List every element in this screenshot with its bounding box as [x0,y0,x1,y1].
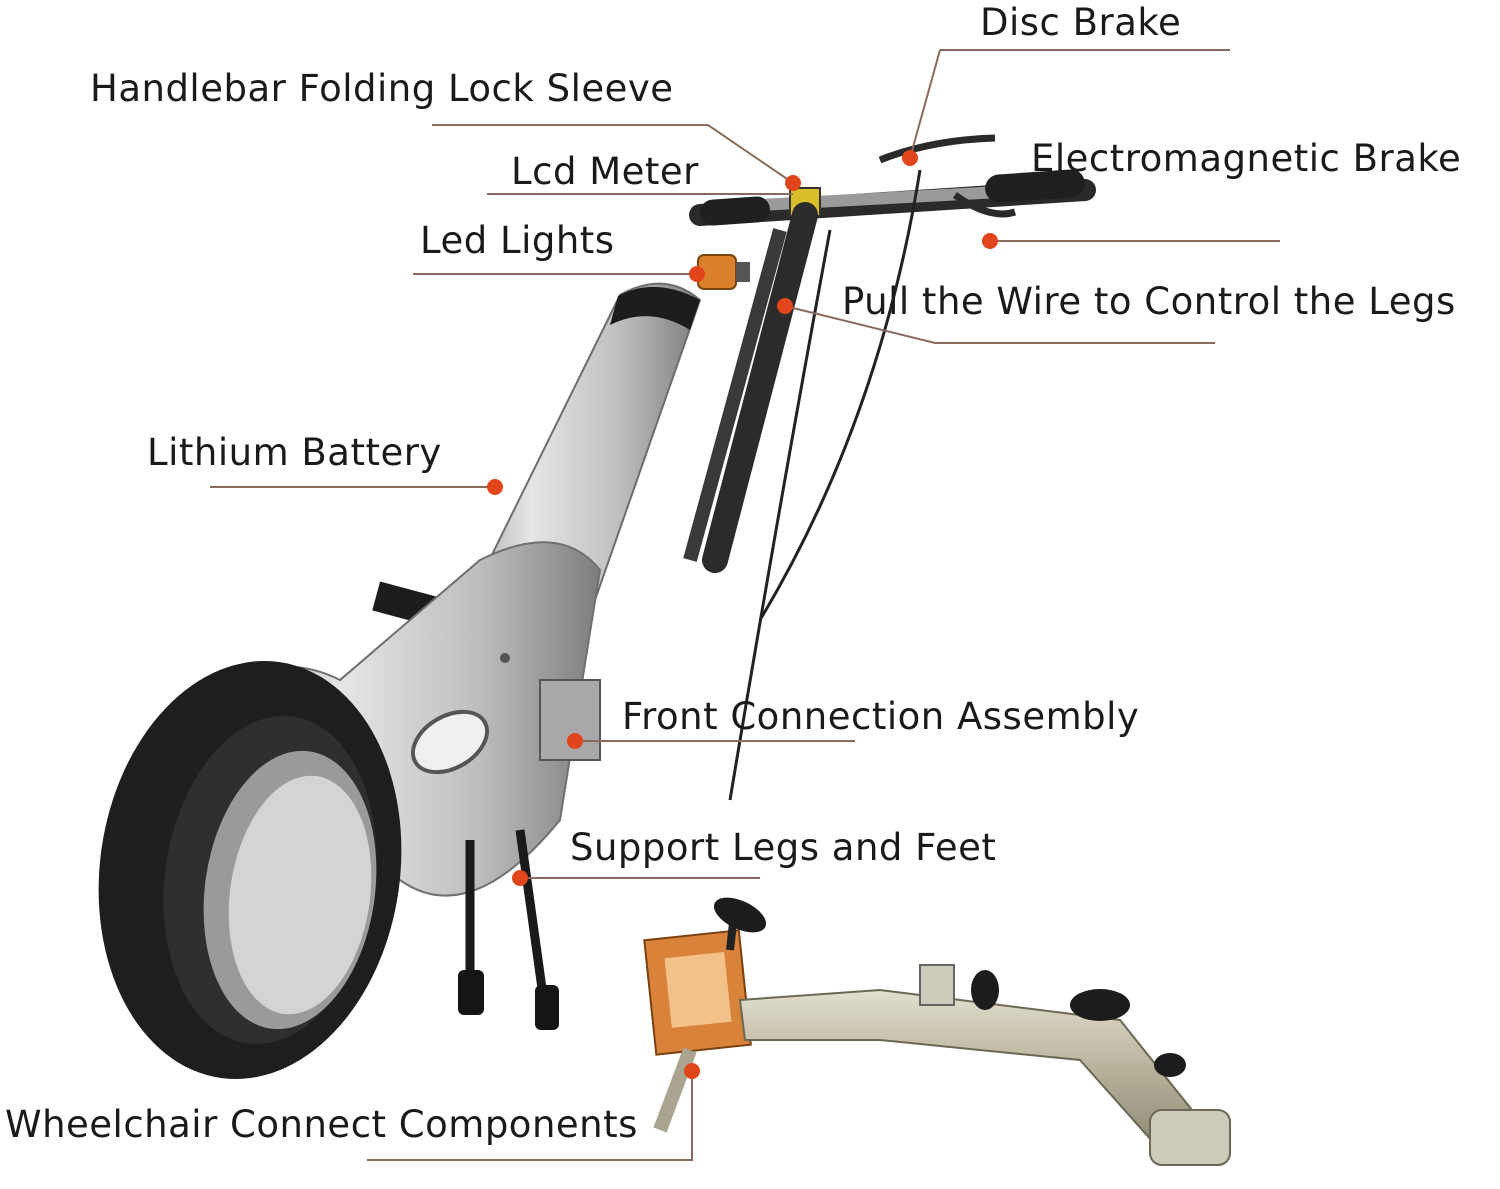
dot-lcd-meter [785,175,801,191]
dot-wheelchair-connect [684,1063,700,1079]
dot-support-legs [512,870,528,886]
label-disc-brake: Disc Brake [980,1,1182,44]
label-pull-wire: Pull the Wire to Control the Legs [842,280,1456,323]
handlebar [689,134,1096,226]
dot-lithium-battery [487,479,503,495]
wheelchair-mount [643,897,1231,1166]
label-front-connection-assembly: Front Connection Assembly [622,695,1140,738]
dot-electromagnetic-brake [982,233,998,249]
label-led-lights: Led Lights [420,219,615,262]
dot-disc-brake [902,150,918,166]
leader-lines [210,49,1280,1161]
front-wheel [98,660,402,1080]
label-wheelchair-connect-components: Wheelchair Connect Components [5,1103,638,1146]
dot-pull-wire [777,298,793,314]
support-legs [458,829,559,1030]
label-handlebar-lock-sleeve: Handlebar Folding Lock Sleeve [90,67,674,110]
led-lamp [697,254,750,290]
marker-dots [487,150,998,1079]
label-electromagnetic-brake: Electromagnetic Brake [1031,137,1462,180]
leader-handlebar-lock [432,124,794,184]
leader-disc-brake [909,49,1230,159]
label-lithium-battery: Lithium Battery [147,431,442,474]
steering-stem [683,169,922,801]
leader-wheelchair-connect [367,1071,693,1161]
dot-led-lights [689,266,705,282]
leader-pull-wire [784,305,1215,344]
dot-front-connection [567,733,583,749]
label-lcd-meter: Lcd Meter [511,150,699,193]
label-support-legs-and-feet: Support Legs and Feet [570,826,997,869]
